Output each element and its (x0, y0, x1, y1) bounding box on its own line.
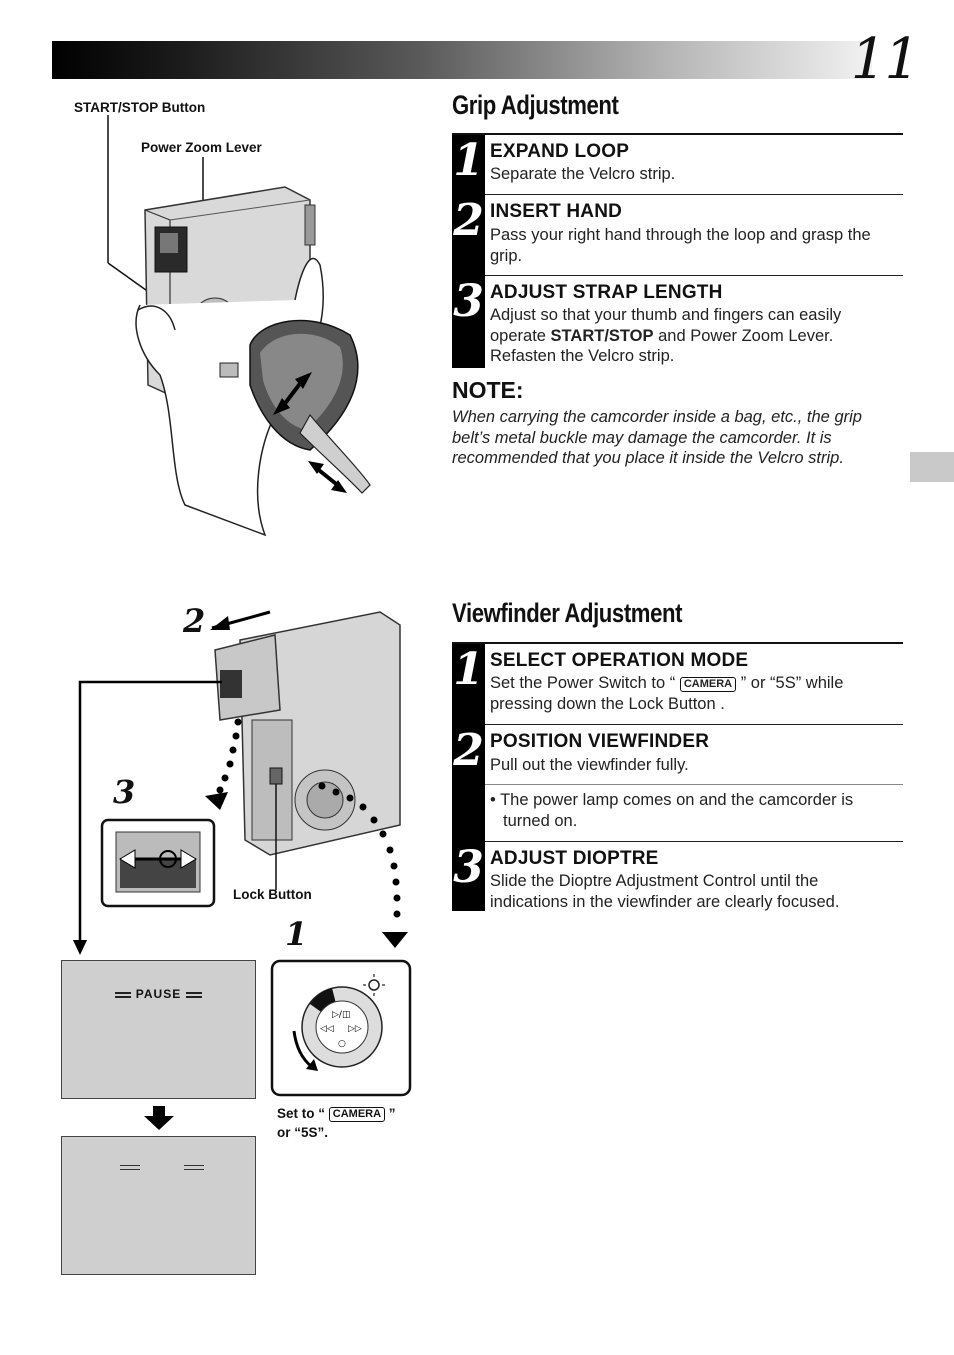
start-stop-bold: START/STOP (550, 326, 654, 345)
step-text-select-mode: Set the Power Switch to “ CAMERA ” or “5… (490, 674, 844, 713)
divider (485, 194, 903, 195)
note-title: NOTE: (452, 377, 524, 403)
label-power-zoom-lever: Power Zoom Lever (141, 140, 262, 155)
step-heading-adjust-dioptre: ADJUST DIOPTRE (490, 848, 659, 869)
step-heading-position-viewfinder: POSITION VIEWFINDER (490, 731, 710, 752)
divider (485, 724, 903, 725)
viewfinder-adjustment-title: Viewfinder Adjustment (452, 598, 683, 628)
label-start-stop-button: START/STOP Button (74, 100, 206, 115)
step-number-1: 1 (453, 135, 484, 186)
step-bar (452, 135, 485, 368)
svg-text:▷/◫: ▷/◫ (332, 1010, 350, 1020)
down-arrow-icon (144, 1106, 174, 1130)
set-to-caption: Set to “ CAMERA ” or “5S”. (277, 1106, 396, 1140)
step-text-expand-loop: Separate the Velcro strip. (490, 165, 676, 183)
pause-indicator: PAUSE (62, 987, 255, 1001)
step-marker-1: 1 (285, 915, 308, 953)
step-heading-expand-loop: EXPAND LOOP (490, 141, 630, 162)
step-heading-insert-hand: INSERT HAND (490, 201, 623, 222)
step-heading-adjust-strap: ADJUST STRAP LENGTH (490, 282, 723, 303)
step-number-1: 1 (453, 644, 484, 695)
side-tab (910, 452, 954, 482)
power-switch-illustration: ▷/◫ ◁◁ ▷▷ ○ (270, 959, 412, 1097)
viewfinder-steps: 1 SELECT OPERATION MODE Set the Power Sw… (452, 644, 903, 911)
step-number-2: 2 (453, 195, 484, 246)
standby-indicator (120, 1165, 140, 1170)
camera-mode-icon: CAMERA (328, 1107, 386, 1122)
divider (452, 642, 903, 644)
step-text-insert-hand: Pass your right hand through the loop an… (490, 226, 871, 265)
step-marker-2: 2 (183, 602, 206, 640)
step-text-position-viewfinder: Pull out the viewfinder fully. (490, 756, 689, 774)
step-bar (452, 644, 485, 911)
viewfinder-screen-pause: PAUSE (61, 960, 256, 1099)
camcorder-grip-illustration (107, 115, 371, 537)
page-number: 11 (850, 27, 920, 92)
divider (485, 841, 903, 842)
viewfinder-screen-standby (61, 1136, 256, 1275)
grip-steps: 1 EXPAND LOOP Separate the Velcro strip.… (452, 135, 903, 368)
header-bar (52, 41, 872, 79)
camcorder-viewfinder-illustration (73, 610, 408, 955)
step-text-adjust-dioptre: Slide the Dioptre Adjustment Control unt… (490, 872, 840, 911)
camera-mode-icon: CAMERA (679, 677, 737, 692)
divider (485, 784, 903, 785)
grip-adjustment-title: Grip Adjustment (452, 90, 619, 120)
step-number-2: 2 (453, 725, 484, 776)
step-marker-3: 3 (113, 773, 136, 811)
bullet-power-lamp: • The power lamp comes on and the camcor… (490, 791, 854, 830)
standby-indicator (184, 1165, 204, 1170)
svg-text:○: ○ (338, 1039, 346, 1049)
svg-text:◁◁: ◁◁ (320, 1024, 334, 1034)
step-number-3: 3 (453, 276, 484, 327)
divider (452, 133, 903, 135)
step-number-3: 3 (453, 842, 484, 893)
label-lock-button: Lock Button (233, 887, 312, 902)
step-heading-select-mode: SELECT OPERATION MODE (490, 650, 749, 671)
step-text-adjust-strap: Adjust so that your thumb and fingers ca… (490, 306, 842, 365)
divider (485, 275, 903, 276)
svg-text:▷▷: ▷▷ (348, 1024, 362, 1034)
note-text: When carrying the camcorder inside a bag… (452, 408, 862, 467)
